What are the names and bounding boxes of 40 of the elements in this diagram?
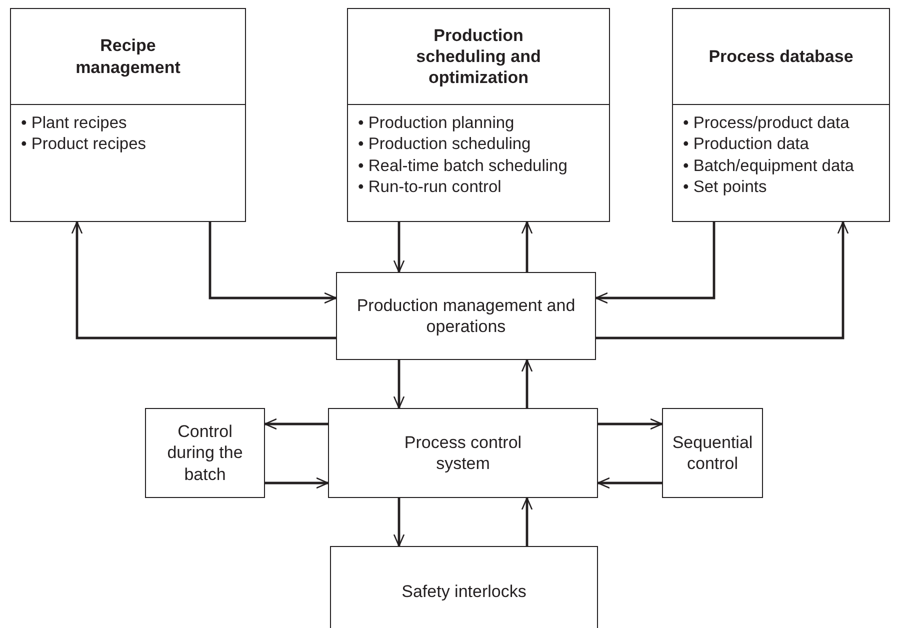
panel-heading: Recipe management — [74, 35, 182, 78]
bullet-item: • Process/product data — [683, 113, 850, 134]
bullet-item: • Set points — [683, 177, 768, 198]
box-label: Sequential control — [671, 432, 754, 474]
arrow — [597, 477, 662, 489]
arrow — [521, 497, 533, 546]
panel-heading: Production scheduling and optimization — [415, 24, 542, 88]
arrow — [521, 359, 533, 408]
arrow — [208, 222, 337, 304]
bullet-item: • Production scheduling — [358, 134, 532, 156]
bullet-item: • Real-time batch scheduling — [358, 156, 568, 177]
arrow — [393, 360, 405, 409]
bullet-item: • Batch/equipment data — [683, 156, 855, 177]
bullet-item: • Plant recipes — [21, 113, 128, 134]
bullet-item: • Product recipes — [21, 134, 147, 156]
arrow — [596, 221, 849, 340]
box-label: Control during the batch — [166, 421, 244, 485]
panel-box — [672, 8, 890, 222]
box-label: Production management and operations — [356, 294, 576, 338]
arrow — [521, 221, 533, 272]
process-box — [662, 408, 763, 498]
bullet-item: • Production data — [683, 134, 810, 156]
panel-heading: Process database — [708, 46, 854, 68]
process-box — [336, 272, 596, 360]
arrow — [265, 477, 329, 489]
process-box — [330, 546, 598, 628]
arrow — [393, 222, 405, 273]
process-box — [145, 408, 265, 498]
arrow — [264, 418, 328, 430]
arrow — [393, 498, 405, 547]
bullet-item: • Production planning — [358, 113, 516, 134]
box-label: Safety interlocks — [400, 580, 528, 602]
process-box — [328, 408, 598, 498]
arrow — [595, 222, 716, 304]
panel-box — [347, 8, 610, 222]
panel-box — [10, 8, 246, 222]
arrow — [598, 418, 663, 430]
bullet-item: • Run-to-run control — [358, 177, 502, 198]
box-label: Process control system — [403, 432, 523, 474]
arrow — [71, 221, 336, 340]
